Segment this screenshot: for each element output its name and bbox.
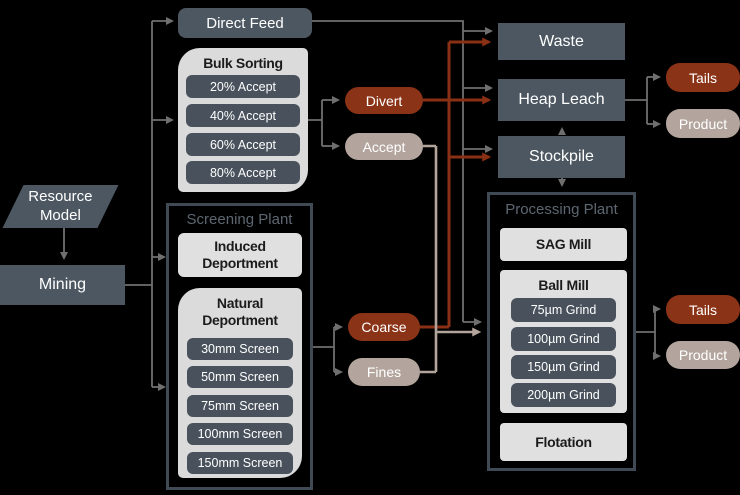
accept-label: Accept (362, 138, 406, 155)
sag-mill-node: SAG Mill (500, 228, 627, 261)
plant-tails-node: Tails (666, 295, 740, 324)
coarse-node: Coarse (348, 313, 420, 341)
screen-option: 50mm Screen (187, 366, 293, 388)
heap-leach-output-line (625, 77, 648, 124)
stockpile-label: Stockpile (529, 148, 594, 165)
bulk-split-line (308, 100, 323, 146)
fines-label: Fines (366, 364, 402, 380)
fines-node: Fines (348, 358, 420, 386)
resource-model-node: Resource Model (2, 185, 119, 228)
screening-plant-label: Screening Plant (186, 211, 293, 228)
bulk-sorting-option: 40% Accept (186, 104, 300, 127)
waste-node: Waste (498, 23, 625, 60)
processing-plant-container: Processing Plant SAG Mill Ball Mill 75µm… (487, 192, 636, 471)
bulk-sorting-option: 80% Accept (186, 161, 300, 184)
processing-plant-label: Processing Plant (505, 201, 618, 218)
accept-node: Accept (345, 133, 423, 160)
plant-product-node: Product (666, 341, 740, 369)
coarse-trunk-line (420, 42, 451, 329)
natural-deportment-title: Natural Deportment (202, 295, 278, 328)
bulk-sorting-option: 60% Accept (186, 133, 300, 156)
product-label: Product (678, 347, 728, 363)
divert-label: Divert (365, 92, 403, 109)
resource-model-label: Resource Model (28, 187, 93, 224)
direct-feed-trunk-line (312, 20, 464, 322)
natural-deportment-panel: Natural Deportment 30mm Screen 50mm Scre… (178, 288, 302, 478)
screen-option: 75mm Screen (187, 395, 293, 417)
grind-option: 150µm Grind (511, 355, 616, 379)
heap-leach-node: Heap Leach (498, 79, 625, 121)
ball-mill-panel: Ball Mill 75µm Grind 100µm Grind 150µm G… (500, 270, 627, 413)
tails-label: Tails (688, 69, 717, 86)
screening-split-line (313, 327, 335, 372)
heap-leach-product-node: Product (666, 109, 740, 138)
screen-option: 30mm Screen (187, 338, 293, 360)
tails-label: Tails (688, 301, 717, 318)
induced-deportment-node: Induced Deportment (178, 233, 302, 277)
red-routing-lines (420, 37, 492, 329)
flotation-node: Flotation (500, 423, 627, 461)
tan-routing-lines (420, 144, 482, 374)
screen-option: 150mm Screen (187, 452, 293, 474)
grind-option: 75µm Grind (511, 298, 616, 322)
direct-feed-node: Direct Feed (178, 8, 312, 38)
grind-option: 100µm Grind (511, 327, 616, 351)
bulk-sorting-option: 20% Accept (186, 75, 300, 98)
heap-leach-label: Heap Leach (518, 91, 605, 108)
ball-mill-title: Ball Mill (538, 277, 589, 293)
mining-label: Mining (38, 276, 87, 293)
bulk-sorting-title: Bulk Sorting (203, 55, 283, 71)
plant-output-line (636, 309, 656, 356)
product-label: Product (678, 115, 728, 132)
bulk-sorting-panel: Bulk Sorting 20% Accept 40% Accept 60% A… (178, 48, 308, 192)
direct-feed-label: Direct Feed (206, 14, 284, 32)
mining-trunk-line (125, 21, 153, 387)
coarse-label: Coarse (361, 319, 407, 335)
divert-node: Divert (345, 87, 423, 114)
grind-option: 200µm Grind (511, 383, 616, 407)
accept-fines-trunk-line (420, 144, 438, 374)
stockpile-node: Stockpile (498, 136, 625, 178)
heap-leach-tails-node: Tails (666, 63, 740, 92)
waste-label: Waste (539, 32, 584, 50)
mining-node: Mining (0, 265, 125, 305)
screening-plant-container: Screening Plant Induced Deportment Natur… (166, 203, 313, 490)
screen-option: 100mm Screen (187, 423, 293, 445)
